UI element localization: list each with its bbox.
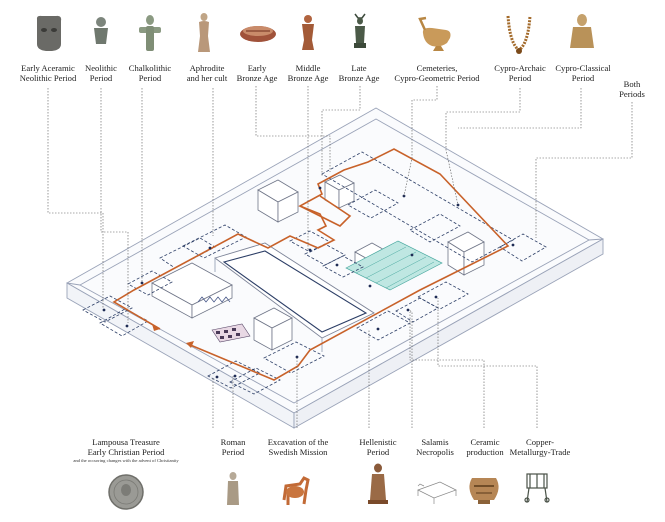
seated-statue-icon [570, 14, 594, 48]
bowl-icon [240, 26, 276, 42]
building-walls [66, 107, 604, 429]
bed-sketch-icon [417, 481, 457, 504]
horned-god-statue-icon [354, 13, 366, 48]
aphrodite-figurine-icon [198, 13, 210, 52]
highlight-zone [345, 240, 443, 291]
leader-lines-top [47, 86, 633, 323]
label-cemeteries: Cemeteries,Cypro-Geometric Period [394, 63, 480, 83]
hellenistic-statue-icon [368, 463, 388, 504]
exhibit-dots [102, 186, 515, 379]
route-arrows [152, 324, 194, 348]
roman-statue-icon [227, 472, 239, 505]
askos-jug-icon [418, 16, 451, 51]
label-copper: Copper-Metallurgy-Trade [509, 437, 571, 457]
cruciform-figure-icon [139, 15, 161, 51]
artifact-images-bottom [108, 463, 550, 510]
artifact-images-top [36, 13, 594, 54]
stone-head-icon [36, 15, 62, 51]
bronze-stand-icon [524, 473, 550, 503]
leader-lines-bottom [212, 298, 538, 428]
amphora-icon [469, 478, 499, 504]
visitor-route [112, 148, 510, 381]
bronze-age-figure-icon [302, 15, 314, 50]
horse-figurine-icon [282, 476, 310, 505]
label-lampousa-subnote: and the occurring changes with the adven… [73, 458, 179, 463]
stair-block [197, 296, 251, 343]
neolithic-idol-icon [94, 17, 108, 44]
necklace-icon [506, 15, 532, 54]
coin-icon [108, 474, 144, 510]
